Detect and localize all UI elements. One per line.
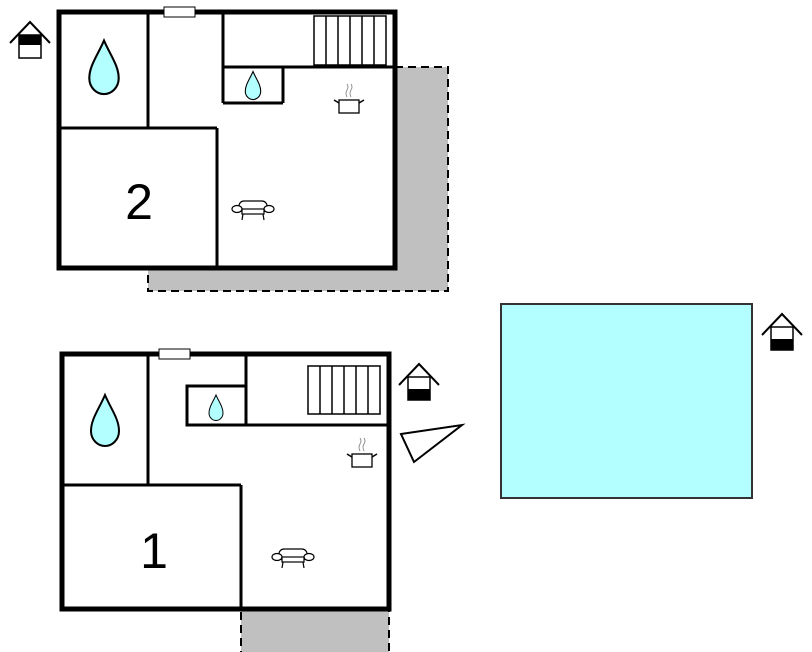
compass-triangle-icon: [399, 423, 466, 464]
window-icon: [158, 348, 191, 360]
outer-walls: [56, 9, 398, 271]
pool: [500, 303, 753, 499]
house-icon: [398, 362, 440, 401]
upper-floor: 2: [9, 6, 449, 292]
ground-floor: 1: [59, 348, 466, 652]
terrace-ground: [240, 608, 390, 652]
floor-label: 2: [125, 174, 153, 230]
interior-walls: [62, 354, 389, 609]
window-icon: [163, 6, 196, 18]
stairs-icon: [307, 365, 381, 415]
house-icon: [9, 20, 51, 59]
stairs-icon: [313, 15, 387, 66]
house-icon: [761, 312, 803, 351]
outer-walls: [59, 351, 392, 612]
floor-label: 1: [140, 523, 168, 579]
interior-walls: [59, 12, 395, 268]
